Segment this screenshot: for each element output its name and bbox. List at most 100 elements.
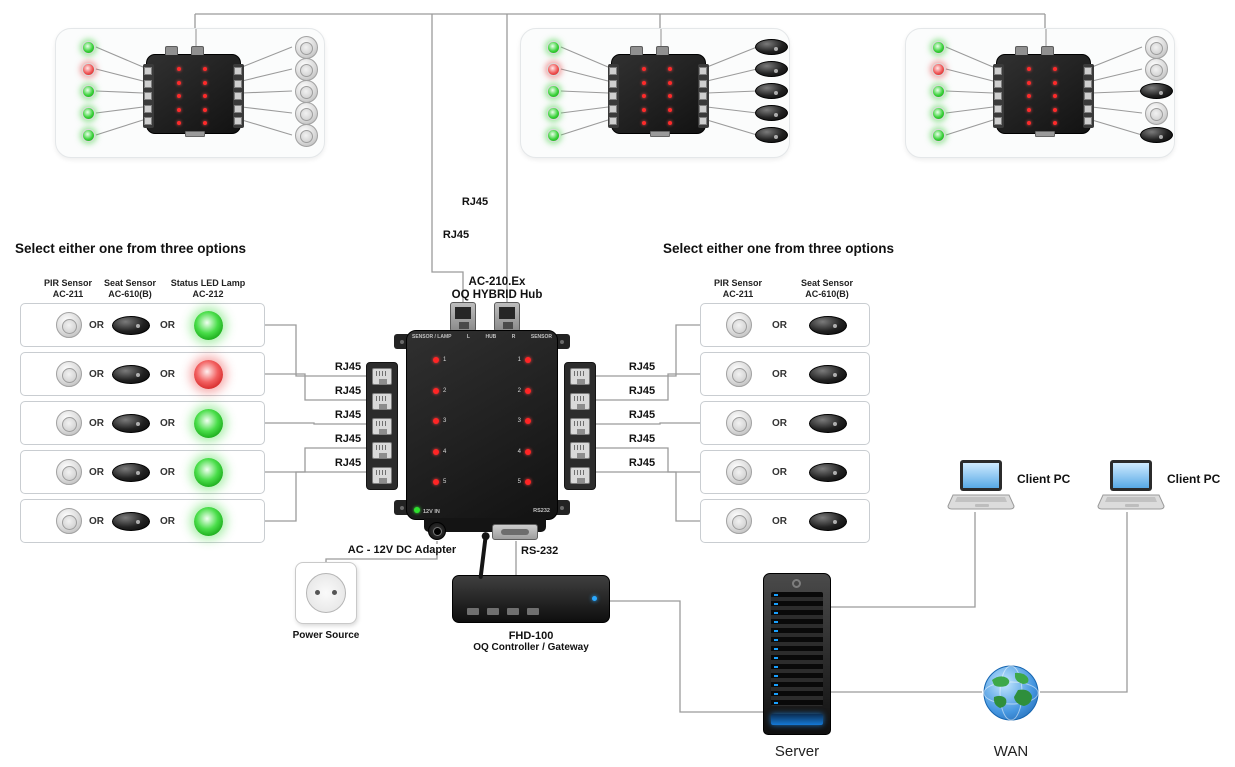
pir-sensor	[726, 361, 752, 387]
rj45-port	[372, 467, 392, 484]
pir-sensor-icon	[1144, 101, 1168, 125]
seat-sensor	[809, 365, 847, 384]
hub-led-column	[203, 67, 207, 125]
client-pc-label: Client PC	[1167, 472, 1221, 486]
seat-sensor	[809, 463, 847, 482]
rj45-label: RJ45	[334, 385, 362, 397]
seat-sensor	[112, 365, 150, 384]
or-label: OR	[772, 467, 787, 478]
or-label: OR	[772, 369, 787, 380]
hub-top-port	[191, 46, 204, 55]
power-source-label: Power Source	[292, 630, 360, 641]
pir-sensor	[56, 410, 82, 436]
rs232-connector	[492, 524, 538, 540]
seat-sensor	[809, 512, 847, 531]
client-pc-laptop	[947, 460, 1015, 510]
status-led	[932, 129, 945, 142]
hub-channel-leds-right: 1 2 3 4 5	[518, 357, 531, 485]
rj45-port	[570, 368, 590, 385]
wan-globe-icon	[983, 665, 1039, 721]
left-option-row-3: OR OR	[20, 401, 265, 445]
seat-sensor	[112, 316, 150, 335]
pir-sensor	[56, 459, 82, 485]
cluster-wires	[945, 29, 1143, 136]
sensor-device	[751, 121, 791, 149]
seat-sensor	[112, 414, 150, 433]
rj45-label: RJ45	[628, 409, 656, 421]
sensor-device	[286, 121, 326, 149]
hub-port-strip-left	[993, 64, 1004, 128]
status-led-lamp	[194, 507, 223, 536]
seat-sensor-icon	[1139, 127, 1173, 143]
seat-sensor-icon	[754, 127, 788, 143]
left-option-row-5: OR OR	[20, 499, 265, 543]
seat-sensor-icon	[754, 39, 788, 55]
sensor-device	[286, 33, 326, 61]
or-label: OR	[160, 369, 175, 380]
rj45-port	[570, 467, 590, 484]
seat-sensor-icon	[1139, 83, 1173, 99]
seat-sensor	[809, 414, 847, 433]
rj45-label: RJ45	[628, 457, 656, 469]
pir-sensor	[56, 312, 82, 338]
or-label: OR	[160, 320, 175, 331]
hub-channel-leds-left: 1 2 3 4 5	[433, 357, 446, 485]
or-label: OR	[89, 418, 104, 429]
sensor-device	[751, 55, 791, 83]
status-led-lamp	[194, 360, 223, 389]
hub-top-port	[656, 46, 669, 55]
hub-connector	[1035, 131, 1055, 137]
pir-sensor-icon	[294, 57, 318, 81]
status-led	[547, 41, 560, 54]
hub-port-strip-right	[698, 64, 709, 128]
status-led	[82, 41, 95, 54]
rj45-port	[570, 442, 590, 460]
hub-connector	[185, 131, 205, 137]
hub-cluster-1	[55, 28, 325, 158]
seat-sensor	[112, 463, 150, 482]
status-led	[932, 63, 945, 76]
mounting-ear	[554, 500, 570, 515]
rj45-label: RJ45	[334, 361, 362, 373]
rj45-port	[372, 442, 392, 460]
mounting-ear	[554, 334, 570, 349]
or-label: OR	[89, 369, 104, 380]
status-led	[82, 63, 95, 76]
server-tower	[763, 573, 831, 735]
cluster-wires	[95, 29, 293, 136]
status-led	[547, 63, 560, 76]
status-led-lamp	[194, 458, 223, 487]
hub-top-port	[1041, 46, 1054, 55]
or-label: OR	[160, 418, 175, 429]
hub-uplink-port-r	[494, 302, 520, 332]
right-option-row-3: OR	[700, 401, 870, 445]
oq-hub-device	[608, 46, 709, 137]
pir-sensor	[726, 508, 752, 534]
left-select-title: Select either one from three options	[15, 241, 247, 256]
left-option-row-2: OR OR	[20, 352, 265, 396]
client-pc-label: Client PC	[1017, 472, 1071, 486]
hub-port-strip-left	[608, 64, 619, 128]
sensor-device	[751, 99, 791, 127]
or-label: OR	[160, 516, 175, 527]
status-led	[547, 85, 560, 98]
status-led	[82, 85, 95, 98]
rj45-label: RJ45	[334, 433, 362, 445]
right-option-row-5: OR	[700, 499, 870, 543]
status-led	[82, 129, 95, 142]
hub-left-port-strip	[366, 362, 398, 490]
status-led-lamp	[194, 311, 223, 340]
hub-led-column	[1053, 67, 1057, 125]
power-source	[295, 562, 357, 624]
power-button-icon	[792, 579, 801, 588]
status-led	[547, 129, 560, 142]
pir-sensor-icon	[1144, 57, 1168, 81]
or-label: OR	[160, 467, 175, 478]
server-label: Server	[774, 743, 820, 760]
server-leds	[774, 594, 778, 704]
rj45-port	[570, 417, 590, 435]
rj45-port	[372, 392, 392, 410]
